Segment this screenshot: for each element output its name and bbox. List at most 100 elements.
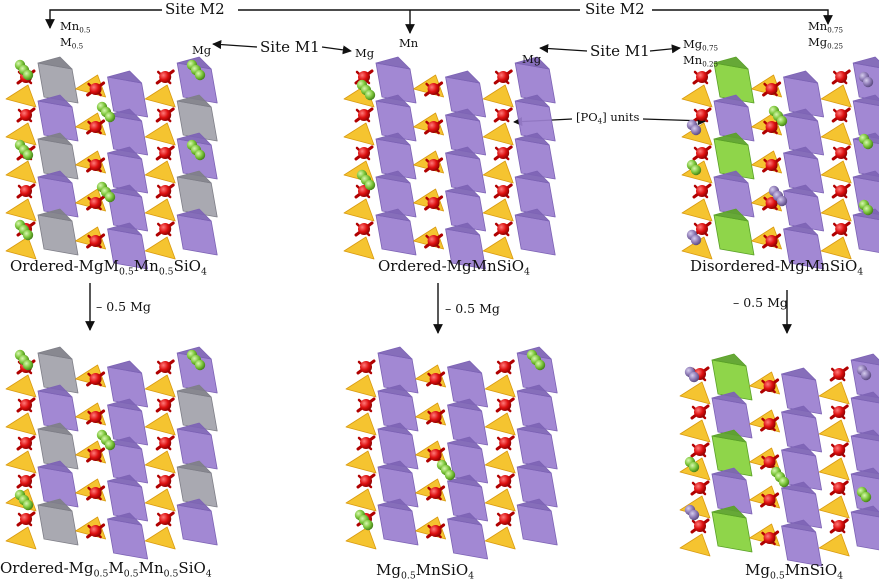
oxygen-cluster — [426, 371, 446, 387]
octahedron-top-face — [713, 56, 749, 70]
oxygen-cluster — [829, 442, 849, 458]
oxygen-atom — [696, 109, 708, 121]
ion-sphere — [688, 461, 700, 473]
oxygen-atom — [360, 437, 372, 449]
octahedron-top-face — [514, 94, 550, 108]
octahedron-top-face — [711, 429, 747, 443]
left-m1-composition: Mg — [192, 43, 212, 57]
oxygen-atom — [694, 406, 706, 418]
octahedron-top-face — [176, 384, 212, 398]
tetrahedron — [820, 198, 852, 222]
octahedron — [852, 214, 879, 253]
tetrahedron — [5, 160, 37, 184]
oxygen-cluster — [86, 119, 106, 135]
octahedron-top-face — [176, 94, 212, 108]
ion-chain — [770, 466, 790, 488]
tetrahedron — [345, 488, 377, 512]
oxygen-atom — [159, 361, 172, 373]
tetrahedron — [820, 84, 852, 108]
oxygen-cluster — [354, 145, 374, 161]
octahedron-top-face — [37, 208, 73, 222]
octahedron-top-face — [711, 505, 747, 519]
caption-ordered-mgm-mn-sio4: Ordered-MgM0.5Mn0.5SiO4 — [10, 257, 207, 278]
ion-sphere — [194, 69, 206, 81]
octahedron-top-face — [375, 94, 411, 108]
octahedron-top-face — [377, 422, 413, 436]
octahedron-top-face — [445, 70, 481, 84]
structure-mg05mnsio4-right — [679, 353, 879, 567]
oxygen-cluster — [762, 233, 782, 249]
tetrahedron — [482, 160, 514, 184]
octahedron-top-face — [447, 360, 483, 374]
oxygen-cluster — [426, 447, 446, 463]
tetrahedron — [144, 122, 176, 146]
octahedron-top-face — [783, 70, 818, 84]
tetrahedron — [345, 412, 377, 436]
right-m1-composition: Mg0.75 Mn0.25 — [683, 37, 719, 69]
oxygen-atom — [358, 223, 370, 235]
oxygen-atom — [89, 373, 102, 385]
oxygen-atom — [497, 223, 510, 235]
tetrahedron — [820, 160, 852, 184]
octahedron-top-face — [445, 184, 481, 198]
octahedron-top-face — [37, 460, 73, 474]
oxygen-cluster — [354, 107, 374, 123]
ion-sphere — [776, 115, 788, 127]
oxygen-cluster — [86, 485, 106, 501]
oxygen-atom — [429, 525, 442, 537]
ion-sphere — [860, 369, 872, 381]
tetrahedron — [482, 122, 514, 146]
oxygen-cluster — [424, 233, 444, 249]
site-m2-right-label: Site M2 — [585, 0, 645, 18]
octahedron-top-face — [375, 56, 411, 70]
octahedron-top-face — [375, 132, 411, 146]
oxygen-cluster — [86, 195, 106, 211]
octahedron-top-face — [176, 170, 212, 184]
oxygen-cluster — [760, 492, 780, 508]
oxygen-cluster — [426, 409, 446, 425]
oxygen-cluster — [86, 157, 106, 173]
ion-sphere — [444, 469, 456, 481]
ion-sphere — [104, 111, 116, 123]
ion-sphere — [22, 499, 34, 511]
octahedron-top-face — [516, 422, 552, 436]
ion-chain — [684, 504, 700, 521]
oxygen-atom — [427, 197, 440, 209]
oxygen-atom — [694, 482, 706, 494]
oxygen-atom — [835, 109, 848, 121]
octahedron-top-face — [514, 208, 550, 222]
site-m2-left-label: Site M2 — [165, 0, 225, 18]
ion-chain — [354, 509, 374, 531]
oxygen-cluster — [760, 378, 780, 394]
tetrahedron — [343, 122, 375, 146]
oxygen-atom — [763, 532, 776, 544]
octahedron-top-face — [850, 391, 879, 404]
ion-chain — [186, 59, 206, 81]
po4-units-label: [PO4] units — [576, 110, 640, 126]
oxygen-cluster — [493, 107, 513, 123]
octahedron-top-face — [711, 391, 747, 405]
tetrahedron — [5, 374, 37, 398]
oxygen-atom — [763, 380, 776, 392]
ion-chain — [186, 139, 206, 161]
octahedron-top-face — [107, 146, 143, 160]
oxygen-cluster — [495, 511, 515, 527]
oxygen-cluster — [692, 221, 712, 237]
tetrahedron — [345, 374, 377, 398]
tetrahedron — [144, 450, 176, 474]
ion-chain — [96, 101, 116, 123]
oxygen-cluster — [495, 397, 515, 413]
oxygen-cluster — [155, 359, 175, 375]
tetrahedron — [482, 84, 514, 108]
oxygen-atom — [763, 418, 776, 430]
oxygen-cluster — [86, 409, 106, 425]
octahedron-top-face — [713, 170, 749, 184]
oxygen-cluster — [155, 221, 175, 237]
oxygen-atom — [497, 109, 510, 121]
oxygen-cluster — [762, 119, 782, 135]
octahedron-top-face — [516, 498, 552, 512]
oxygen-atom — [159, 475, 172, 487]
octahedron-top-face — [375, 170, 411, 184]
oxygen-atom — [360, 399, 372, 411]
ion-chain — [526, 349, 546, 371]
